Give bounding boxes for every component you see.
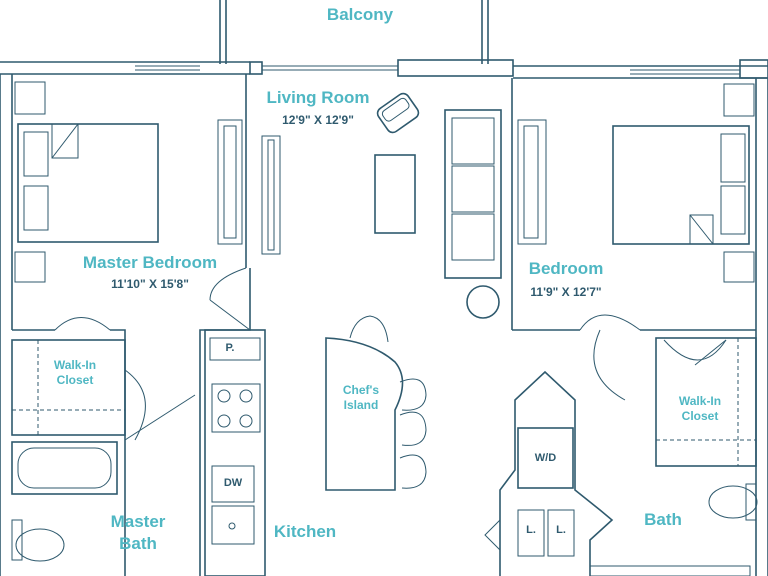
- master-bedroom-label: Master Bedroom: [82, 253, 218, 272]
- linen-closet-2-label: L.: [556, 524, 566, 536]
- kitchen-label: Kitchen: [273, 522, 337, 541]
- kitchen-counters: [204, 329, 266, 576]
- bedroom-dimensions: 11'9" X 12'7": [530, 285, 602, 299]
- dishwasher-label: DW: [223, 477, 243, 489]
- bedroom-label: Bedroom: [528, 259, 604, 278]
- living-room-label: Living Room: [266, 88, 370, 107]
- chefs-island: [325, 315, 427, 491]
- bath-fixtures: [589, 483, 758, 576]
- master-bath-line2: Bath: [119, 534, 157, 553]
- master-bedroom-dimensions: 11'10" X 15'8": [111, 277, 189, 291]
- master-walk-in-closet: [11, 317, 196, 441]
- walk-in-closet-right-line1: Walk-In: [678, 394, 722, 408]
- living-room-dimensions: 12'9" X 12'9": [282, 113, 354, 127]
- walk-in-closet-left-line2: Closet: [56, 373, 94, 387]
- walk-in-closet-right-line2: Closet: [681, 409, 719, 423]
- chefs-island-line2: Island: [343, 398, 379, 412]
- bedroom-walk-in-closet: [655, 337, 757, 467]
- balcony-label: Balcony: [326, 5, 394, 24]
- chefs-island-line1: Chef's: [342, 383, 380, 397]
- living-room-furniture: [261, 92, 502, 319]
- bedroom-bed: [517, 83, 755, 283]
- exterior-wall-top: [0, 59, 768, 79]
- master-bath-line1: Master: [110, 512, 166, 531]
- laundry-core: [484, 370, 614, 576]
- master-bed: [14, 81, 243, 283]
- master-bath: [11, 441, 118, 562]
- balcony-walls: [219, 0, 489, 64]
- linen-closet-1-label: L.: [526, 524, 536, 536]
- bath-label: Bath: [644, 510, 682, 529]
- washer-dryer-label: W/D: [534, 452, 557, 464]
- pantry-label: P.: [225, 342, 235, 354]
- bedroom-walls: [511, 78, 768, 576]
- walk-in-closet-left-line1: Walk-In: [53, 358, 97, 372]
